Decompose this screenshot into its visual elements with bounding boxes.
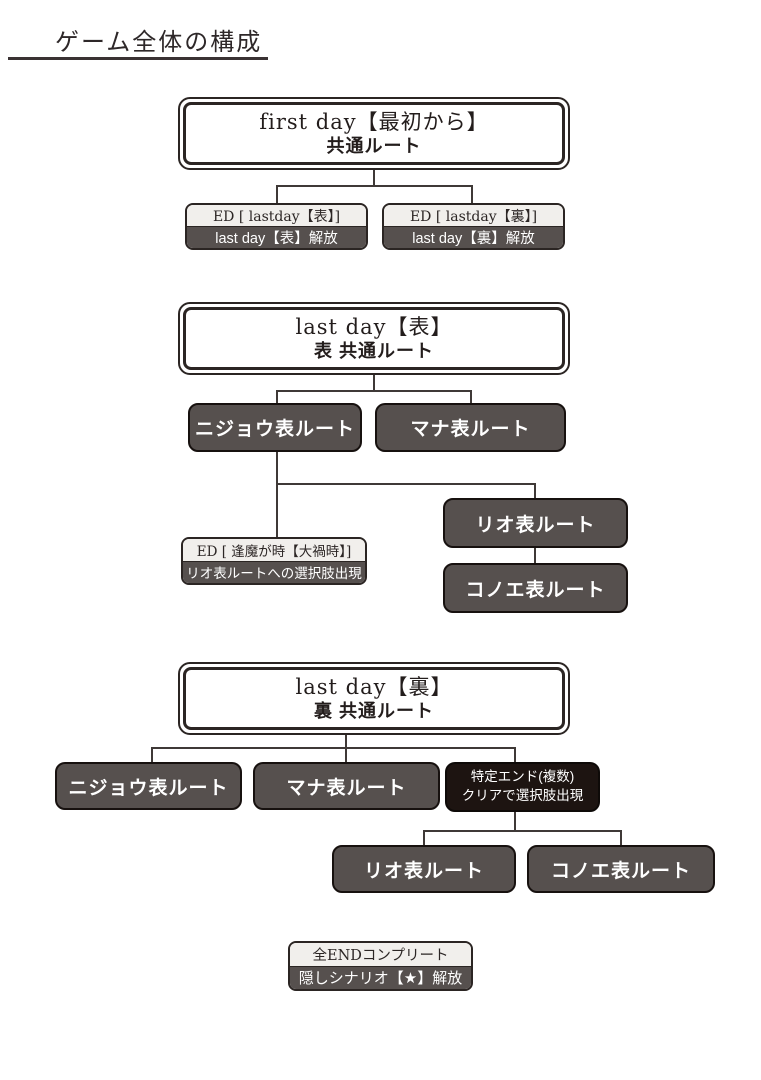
- connector-line: [534, 483, 536, 498]
- ed-lastday-ura-body: last day【裏】解放: [384, 227, 563, 248]
- connector-line: [151, 747, 153, 762]
- ed-lastday-ura-box: ED [ lastday【裏】] last day【裏】解放: [382, 203, 565, 250]
- condition-box: 特定エンド(複数) クリアで選択肢出現: [445, 762, 600, 812]
- connector-line: [423, 830, 425, 845]
- connector-line: [423, 830, 621, 832]
- first-day-subtitle: 共通ルート: [326, 136, 422, 157]
- ed-ohmagatoki-body: リオ表ルートへの選択肢出現: [183, 561, 365, 583]
- ed-lastday-omote-box: ED [ lastday【表】] last day【表】解放: [185, 203, 368, 250]
- ed-ohmagatoki-box: ED [ 逢魔が時【大禍時】] リオ表ルートへの選択肢出現: [181, 537, 367, 585]
- connector-line: [151, 747, 516, 749]
- last-day-ura-title: last day【裏】: [295, 675, 453, 700]
- route-konoe-omote-box: コノエ表ルート: [443, 563, 628, 613]
- all-end-complete-body: 隠しシナリオ【★】解放: [290, 966, 471, 989]
- condition-line1: 特定エンド(複数): [470, 769, 575, 785]
- ed-lastday-ura-header: ED [ lastday【裏】]: [384, 205, 563, 227]
- connector-line: [276, 390, 278, 403]
- all-end-complete-box: 全ENDコンプリート 隠しシナリオ【★】解放: [288, 941, 473, 991]
- last-day-omote-title: last day【表】: [295, 315, 453, 340]
- connector-line: [514, 812, 516, 830]
- connector-line: [620, 830, 622, 845]
- connector-line: [471, 185, 473, 203]
- connector-line: [373, 375, 375, 391]
- connector-line: [276, 452, 278, 537]
- title-underline: [8, 57, 268, 60]
- ed-ohmagatoki-header: ED [ 逢魔が時【大禍時】]: [183, 539, 365, 562]
- connector-line: [534, 548, 536, 563]
- route-nijou-ura-box: ニジョウ表ルート: [55, 762, 242, 810]
- last-day-omote-box: last day【表】 表 共通ルート: [178, 302, 570, 375]
- first-day-title: first day【最初から】: [259, 110, 489, 135]
- page-title: ゲーム全体の構成: [55, 28, 263, 56]
- last-day-ura-box: last day【裏】 裏 共通ルート: [178, 662, 570, 735]
- condition-line2: クリアで選択肢出現: [461, 788, 584, 803]
- connector-line: [345, 735, 347, 749]
- all-end-complete-header: 全ENDコンプリート: [290, 943, 471, 967]
- first-day-box: first day【最初から】 共通ルート: [178, 97, 570, 170]
- route-nijou-omote-box: ニジョウ表ルート: [188, 403, 362, 452]
- connector-line: [276, 185, 473, 187]
- connector-line: [276, 483, 535, 485]
- connector-line: [276, 185, 278, 203]
- connector-line: [276, 390, 472, 392]
- route-mana-ura-box: マナ表ルート: [253, 762, 440, 810]
- route-rio-omote-box: リオ表ルート: [443, 498, 628, 548]
- ed-lastday-omote-header: ED [ lastday【表】]: [187, 205, 366, 227]
- last-day-ura-subtitle: 裏 共通ルート: [313, 701, 434, 722]
- connector-line: [514, 747, 516, 762]
- ed-lastday-omote-body: last day【表】解放: [187, 227, 366, 248]
- last-day-omote-subtitle: 表 共通ルート: [313, 341, 434, 362]
- route-konoe-ura-box: コノエ表ルート: [527, 845, 715, 893]
- connector-line: [345, 747, 347, 762]
- connector-line: [373, 170, 375, 186]
- route-rio-ura-box: リオ表ルート: [332, 845, 516, 893]
- route-mana-omote-box: マナ表ルート: [375, 403, 566, 452]
- connector-line: [470, 390, 472, 403]
